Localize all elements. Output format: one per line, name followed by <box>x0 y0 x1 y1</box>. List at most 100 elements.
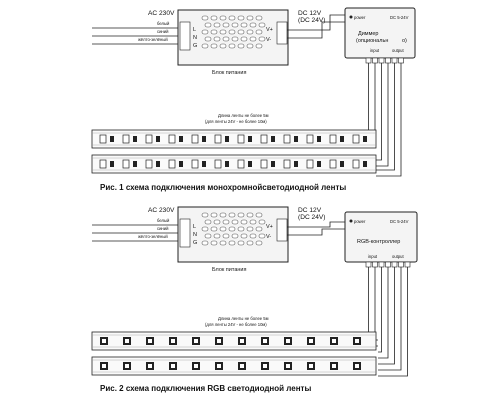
dimmer-name-line-3: о) <box>402 38 407 44</box>
vent-slot <box>249 22 257 28</box>
vent-slot <box>240 233 248 239</box>
rgb-led-strips <box>91 331 377 376</box>
vent-slot <box>255 29 263 35</box>
vent-slot <box>237 15 245 21</box>
rgb-led-lens <box>171 364 175 368</box>
vent-slot <box>258 219 266 225</box>
output-wire <box>376 63 382 161</box>
led-icon <box>237 134 245 144</box>
power-supply: L N G V+ V- DC 12V (DC 24V) Блок питания <box>177 206 325 273</box>
dc-minus-wire <box>287 21 345 39</box>
vent-slot <box>240 36 248 42</box>
rgb-controller-power-label: power <box>354 219 366 224</box>
resistor-icon <box>110 161 114 167</box>
output-wire <box>376 63 395 171</box>
rgb-led-lens <box>194 364 198 368</box>
dc-label-alt: (DC 24V) <box>298 17 325 24</box>
led-icon <box>283 159 291 169</box>
resistor-icon <box>248 161 252 167</box>
terminal-n: N <box>193 35 197 41</box>
vent-slot <box>246 15 254 21</box>
dc-label-alt: (DC 24V) <box>298 214 325 221</box>
resistor-icon <box>294 136 298 142</box>
vent-slot <box>255 15 263 21</box>
led-icon <box>99 134 107 144</box>
led-icon <box>306 159 314 169</box>
terminal-pin <box>365 261 372 268</box>
vent-slot <box>231 233 239 239</box>
output-wire <box>378 267 402 371</box>
rgb-led-lens <box>286 339 290 343</box>
output-wire <box>378 267 395 365</box>
vent-slot <box>228 226 236 232</box>
wire-label-white: белый <box>157 21 170 26</box>
rgb-led-lens <box>355 339 359 343</box>
output-wire <box>378 267 389 359</box>
resistor-icon <box>133 161 137 167</box>
resistor-icon <box>202 161 206 167</box>
vent-slot <box>210 43 218 49</box>
led-icon <box>260 159 268 169</box>
resistor-icon <box>363 136 367 142</box>
rgb-led-lens <box>125 364 129 368</box>
terminal-pin <box>391 57 398 64</box>
vent-slot <box>201 226 209 232</box>
rgb-led-lens <box>332 339 336 343</box>
wire-label-blue: синий <box>157 226 169 231</box>
terminal-pin <box>391 261 398 268</box>
power-supply: L N G V+ V- DC 12V (DC 24V) Блок питания <box>177 9 325 76</box>
resistor-icon <box>340 161 344 167</box>
vent-slot <box>213 233 221 239</box>
vent-slot <box>201 29 209 35</box>
rgb-led-lens <box>102 364 106 368</box>
vent-slot <box>213 22 221 28</box>
resistor-icon <box>317 161 321 167</box>
rgb-led-lens <box>171 339 175 343</box>
rgb-controller-input-label: input <box>368 254 378 259</box>
output-wire <box>376 63 402 177</box>
vent-slot <box>219 43 227 49</box>
rgb-led-lens <box>263 339 267 343</box>
led-strip <box>91 129 377 149</box>
dimmer-controller: power DC 5-24V Диммер (опциональн о) inp… <box>344 7 416 64</box>
strip-length-note-24v: (для ленты 24V - не более 10м) <box>205 119 267 124</box>
rgb-controller-voltage-label: DC 5-24V <box>390 219 409 224</box>
figure-2-caption: Рис. 2 схема подключения RGB светодиодно… <box>100 384 311 393</box>
output-wire <box>378 267 382 353</box>
vent-slot <box>219 15 227 21</box>
output-wire <box>378 267 408 377</box>
vent-slot <box>219 240 227 246</box>
vent-slot <box>255 43 263 49</box>
rgb-led-lens <box>286 364 290 368</box>
rgb-led-lens <box>194 339 198 343</box>
resistor-icon <box>271 136 275 142</box>
rgb-led-lens <box>240 339 244 343</box>
rgb-led-lens <box>309 364 313 368</box>
vent-slot <box>210 15 218 21</box>
terminal-l: L <box>193 27 196 33</box>
rgb-led-lens <box>125 339 129 343</box>
vent-slot <box>201 240 209 246</box>
vent-slot <box>249 219 257 225</box>
vent-slot <box>210 226 218 232</box>
led-icon <box>145 159 153 169</box>
rgb-led-lens <box>148 364 152 368</box>
led-icon <box>283 134 291 144</box>
vent-slot <box>204 22 212 28</box>
vent-slot <box>204 36 212 42</box>
vent-slot <box>222 22 230 28</box>
vent-slot <box>240 22 248 28</box>
terminal-vminus: V- <box>266 234 271 240</box>
vent-slot <box>222 233 230 239</box>
vent-slot <box>222 36 230 42</box>
rgb-led-lens <box>240 364 244 368</box>
wire-label-blue: синий <box>157 29 169 34</box>
resistor-icon <box>202 136 206 142</box>
vent-slot <box>237 226 245 232</box>
psu-caption: Блок питания <box>212 267 246 273</box>
vent-slot <box>228 212 236 218</box>
vent-slot <box>219 226 227 232</box>
psu-vent-grill <box>201 15 266 49</box>
terminal-pin <box>398 261 404 268</box>
power-led-icon <box>349 219 353 223</box>
